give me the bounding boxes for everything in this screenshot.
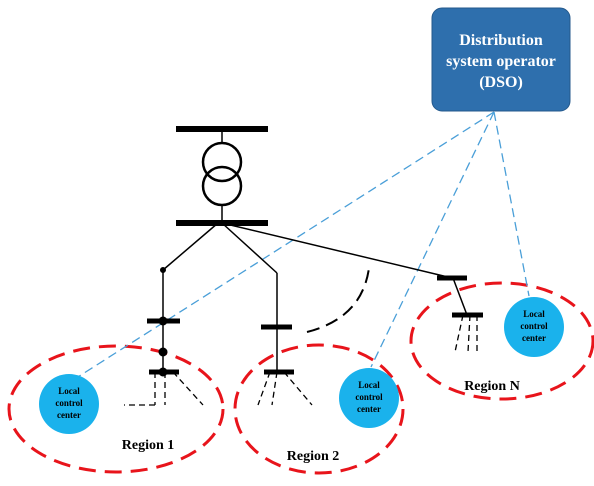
region-1-label: Region 1 xyxy=(122,438,175,453)
control-center-label-line3: center xyxy=(522,333,546,343)
control-center-node xyxy=(339,368,399,428)
dso-label-line2: system operator xyxy=(446,53,556,70)
communication-links xyxy=(69,111,530,383)
comm-link-region-n xyxy=(493,111,530,297)
control-center-label-line1: Local xyxy=(58,386,80,396)
local-control-center-region-1: Local control center xyxy=(39,374,99,434)
control-center-label-line1: Local xyxy=(523,309,545,319)
control-center-label-line1: Local xyxy=(358,380,380,390)
region-2-boundary xyxy=(233,343,405,475)
dso-box xyxy=(431,7,571,112)
dso-block: Distribution system operator (DSO) xyxy=(431,7,571,112)
comm-link-region-2 xyxy=(370,111,495,368)
region-n-boundary xyxy=(409,281,594,401)
control-center-label-line2: control xyxy=(55,398,83,408)
control-center-label-line3: center xyxy=(357,404,381,414)
region-n-label: Region N xyxy=(464,379,520,394)
region-1-boundary xyxy=(7,344,225,474)
region-2-label: Region 2 xyxy=(287,449,340,464)
control-center-node xyxy=(39,374,99,434)
comm-link-region-1 xyxy=(69,111,495,383)
local-control-center-region-n: Local control center xyxy=(504,297,564,357)
control-center-label-line3: center xyxy=(57,410,81,420)
dso-label-line1: Distribution xyxy=(459,32,543,49)
local-control-center-region-2: Local control center xyxy=(339,368,399,428)
intermediate-feeder-arc xyxy=(306,267,370,333)
transformer-winding-top xyxy=(201,141,243,183)
control-center-label-line2: control xyxy=(520,321,548,331)
transformer-winding-bottom xyxy=(201,165,243,207)
dso-label-line3: (DSO) xyxy=(479,74,523,91)
power-network xyxy=(124,126,483,406)
control-center-label-line2: control xyxy=(355,392,383,402)
control-center-node xyxy=(504,297,564,357)
